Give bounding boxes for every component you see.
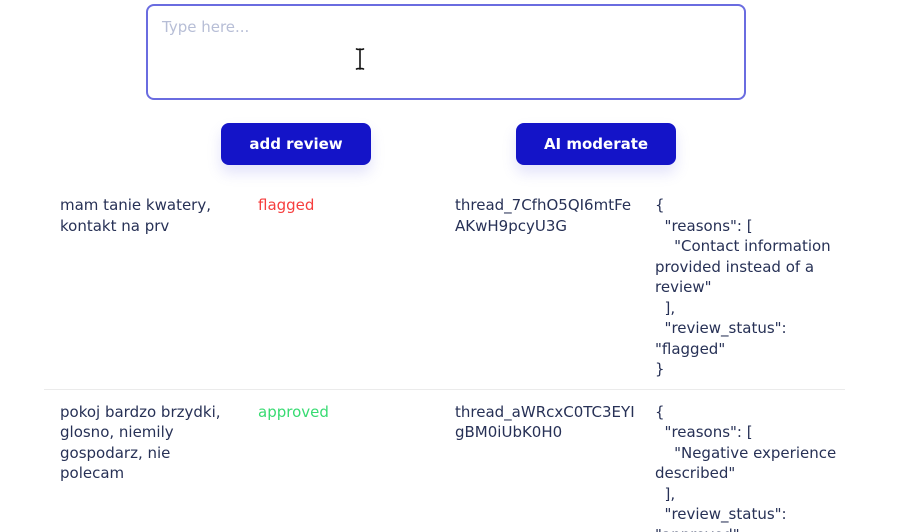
reviews-table: mam tanie kwatery, kontakt na prv flagge… — [44, 183, 845, 532]
table-row: mam tanie kwatery, kontakt na prv flagge… — [44, 183, 845, 390]
table-row: pokoj bardzo brzydki, glosno, niemily go… — [44, 390, 845, 532]
status-badge: flagged — [258, 196, 315, 214]
action-bar: add review AI moderate — [146, 123, 746, 165]
review-composer — [146, 4, 746, 100]
thread-id-cell: thread_aWRcxC0TC3EYIgBM0iUbK0H0 — [455, 402, 635, 442]
thread-id-cell: thread_7CfhO5QI6mtFeAKwH9pcyU3G — [455, 196, 632, 235]
review-text-cell: pokoj bardzo brzydki, glosno, niemily go… — [60, 402, 221, 483]
review-text-cell: mam tanie kwatery, kontakt na prv — [60, 196, 211, 235]
ai-moderate-button[interactable]: AI moderate — [515, 123, 677, 165]
moderation-result-json: { "reasons": [ "Contact information prov… — [655, 196, 831, 378]
status-badge: approved — [258, 402, 329, 421]
add-review-slot: add review — [146, 123, 446, 165]
add-review-button[interactable]: add review — [221, 123, 371, 165]
ai-moderate-slot: AI moderate — [446, 123, 746, 165]
review-input[interactable] — [146, 4, 746, 100]
moderation-result-json: { "reasons": [ "Negative experience desc… — [655, 402, 837, 532]
